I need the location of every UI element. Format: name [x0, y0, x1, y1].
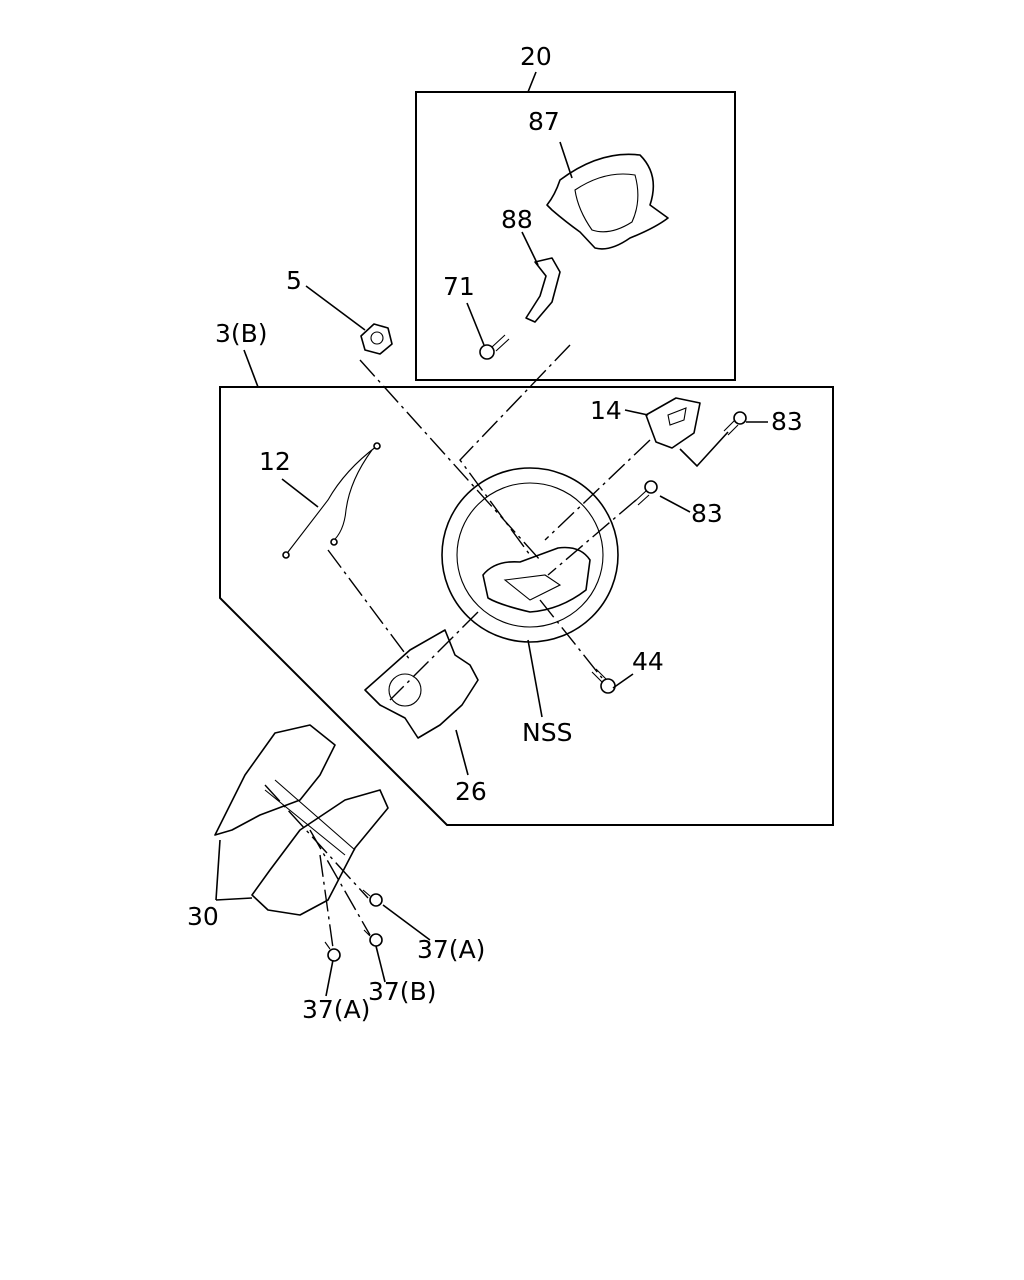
airbag-cover-part: [546, 153, 669, 250]
nut-part: [360, 323, 393, 355]
label-12: 12: [259, 447, 291, 476]
leader-lines: [215, 71, 768, 997]
label-nss: NSS: [522, 718, 572, 747]
label-3b: 3(B): [215, 319, 268, 348]
label-83-lower: 83: [691, 499, 723, 528]
label-30: 30: [187, 902, 219, 931]
label-14: 14: [590, 396, 622, 425]
bolt-44-part: [591, 668, 616, 694]
label-37b: 37(B): [368, 977, 436, 1006]
label-26: 26: [455, 777, 487, 806]
screw-37a-right-part: [362, 889, 383, 907]
column-cover-part: [214, 724, 389, 916]
switch-part: [645, 397, 701, 449]
label-20: 20: [520, 42, 552, 71]
bracket-part: [525, 257, 561, 323]
bolt-71-part: [479, 334, 510, 360]
label-37a-right: 37(A): [417, 935, 485, 964]
wire-harness-part: [282, 442, 381, 559]
screw-83-lower-part: [633, 480, 658, 506]
airbag-group-frame: [415, 91, 736, 381]
label-71: 71: [443, 272, 475, 301]
label-44: 44: [632, 647, 664, 676]
assembly-lines: [264, 344, 651, 949]
lower-cover-part: [364, 629, 479, 739]
wheel-assembly-frame: [219, 386, 834, 826]
screw-37b-part: [363, 929, 383, 947]
label-37a-left: 37(A): [302, 995, 370, 1024]
steering-wheel-part: [441, 467, 619, 643]
label-87: 87: [528, 107, 560, 136]
screw-37a-left-part: [324, 941, 341, 962]
label-5: 5: [286, 266, 302, 295]
label-88: 88: [501, 205, 533, 234]
screw-83-upper-part: [723, 411, 747, 436]
label-83-upper: 83: [771, 407, 803, 436]
